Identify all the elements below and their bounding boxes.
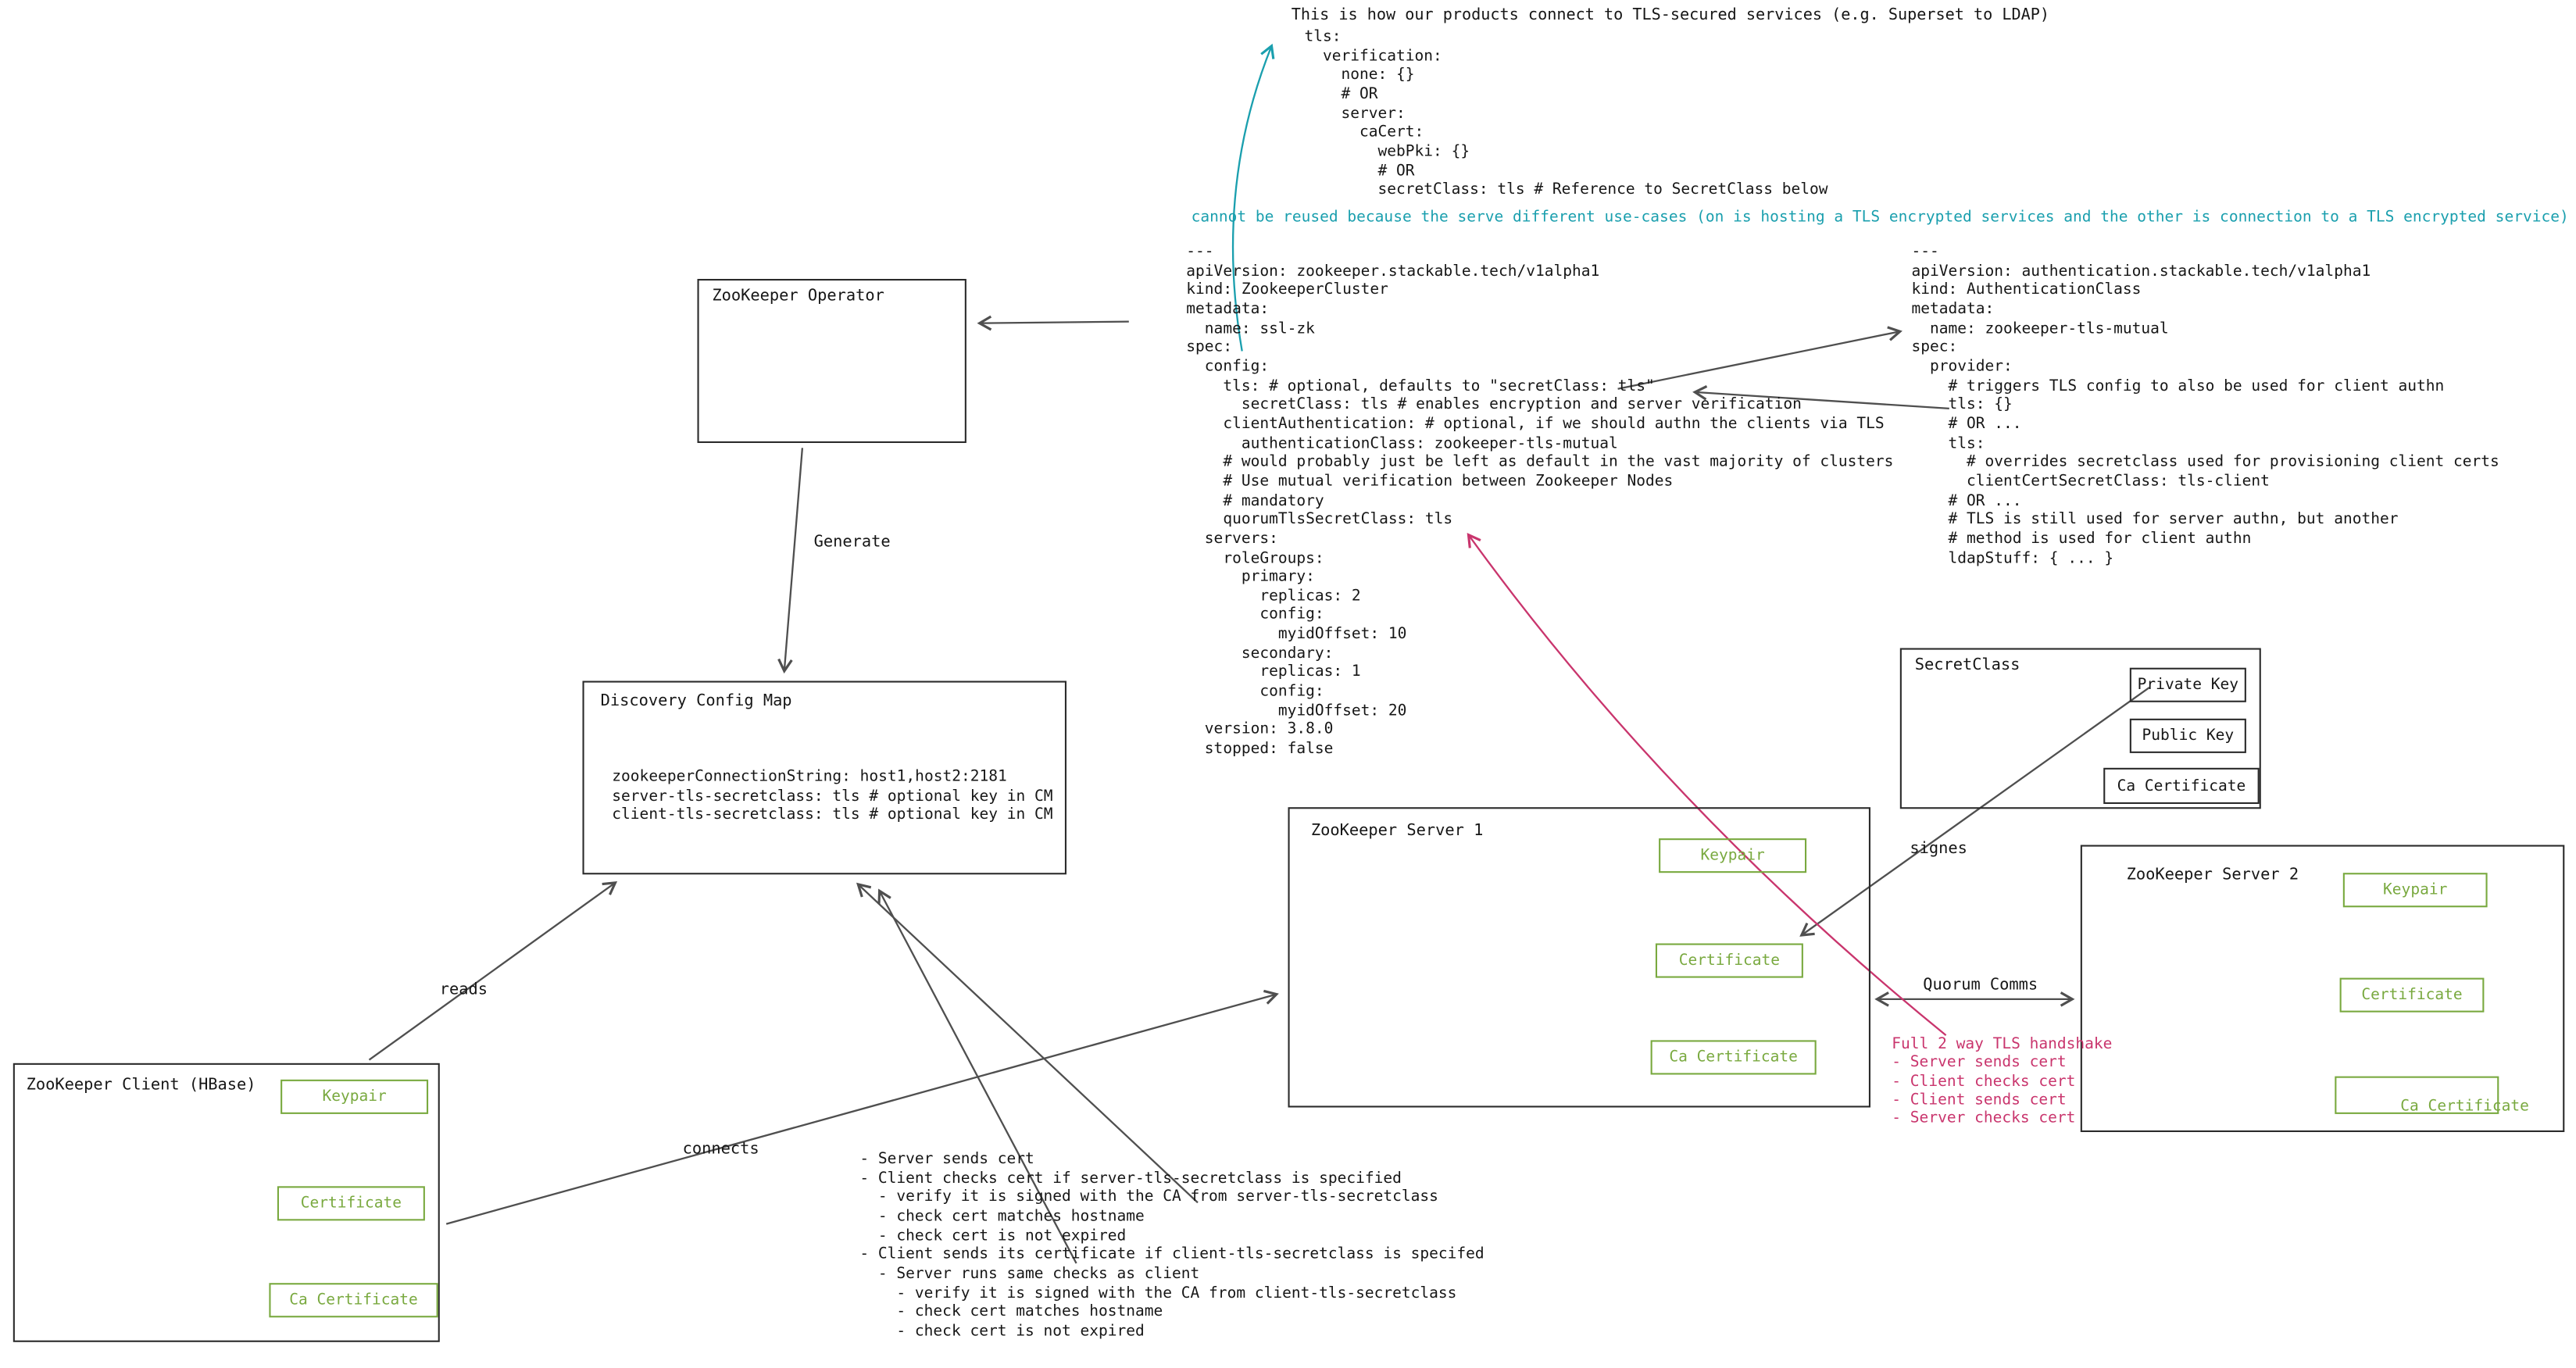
server2-ca-certificate-label: Ca Certificate — [2400, 1097, 2529, 1116]
server2-keypair-box: Keypair — [2342, 873, 2488, 908]
zookeeper-client-box: ZooKeeper Client (HBase) Keypair Certifi… — [13, 1063, 440, 1342]
zookeeper-operator-box: ZooKeeper Operator — [697, 278, 966, 443]
generate-edge-label: Generate — [813, 533, 891, 552]
zookeeper-server-1-label: ZooKeeper Server 1 — [1310, 822, 1484, 841]
cannot-be-reused-note: cannot be reused because the serve diffe… — [1191, 208, 2569, 227]
zookeeper-operator-label: ZooKeeper Operator — [712, 287, 884, 305]
discovery-config-map-box: Discovery Config Map zookeeperConnection… — [582, 680, 1066, 875]
secretclass-box: SecretClass Private Key Public Key Ca Ce… — [1899, 648, 2261, 809]
server2-ca-certificate-box — [2335, 1076, 2499, 1114]
server1-certificate-box: Certificate — [1655, 943, 1803, 978]
tls-verification-yaml: tls: verification: none: {} # OR server:… — [1304, 27, 1828, 199]
zookeeper-server-1-box: ZooKeeper Server 1 Keypair Certificate C… — [1288, 807, 1870, 1108]
secretclass-private-key-box: Private Key — [2129, 667, 2246, 702]
zookeeper-cluster-yaml: --- apiVersion: zookeeper.stackable.tech… — [1186, 242, 1894, 759]
reads-arrow — [368, 880, 618, 1061]
server2-certificate-box: Certificate — [2339, 977, 2485, 1013]
client-keypair-box: Keypair — [280, 1079, 429, 1114]
secretclass-label: SecretClass — [1914, 655, 2020, 675]
discovery-config-map-label: Discovery Config Map — [600, 692, 792, 711]
cert-checks-note: - Server sends cert - Client checks cert… — [859, 1150, 1485, 1341]
diagram-title: This is how our products connect to TLS-… — [1291, 6, 2050, 25]
tls-handshake-note: Full 2 way TLS handshake - Server sends … — [1892, 1035, 2113, 1128]
server1-ca-certificate-box: Ca Certificate — [1650, 1040, 1817, 1075]
signes-edge-label: signes — [1910, 840, 1967, 859]
zookeeper-server-2-label: ZooKeeper Server 2 — [2126, 866, 2299, 884]
client-ca-certificate-box: Ca Certificate — [269, 1283, 438, 1318]
reads-edge-label: reads — [439, 980, 488, 999]
authentication-class-yaml: --- apiVersion: authentication.stackable… — [1911, 242, 2499, 567]
quorum-comms-edge-label: Quorum Comms — [1923, 976, 2038, 995]
secretclass-ca-certificate-box: Ca Certificate — [2103, 767, 2260, 804]
generate-arrow — [777, 448, 804, 674]
discovery-config-map-entries: zookeeperConnectionString: host1,host2:2… — [612, 767, 1053, 824]
secretclass-public-key-box: Public Key — [2129, 718, 2246, 753]
server1-keypair-box: Keypair — [1659, 838, 1807, 873]
yaml-to-operator-arrow — [977, 315, 1129, 331]
zookeeper-server-2-box: ZooKeeper Server 2 Keypair Certificate C… — [2080, 845, 2565, 1132]
connects-edge-label: connects — [682, 1140, 759, 1159]
zookeeper-client-label: ZooKeeper Client (HBase) — [26, 1076, 256, 1095]
client-certificate-box: Certificate — [277, 1186, 425, 1221]
